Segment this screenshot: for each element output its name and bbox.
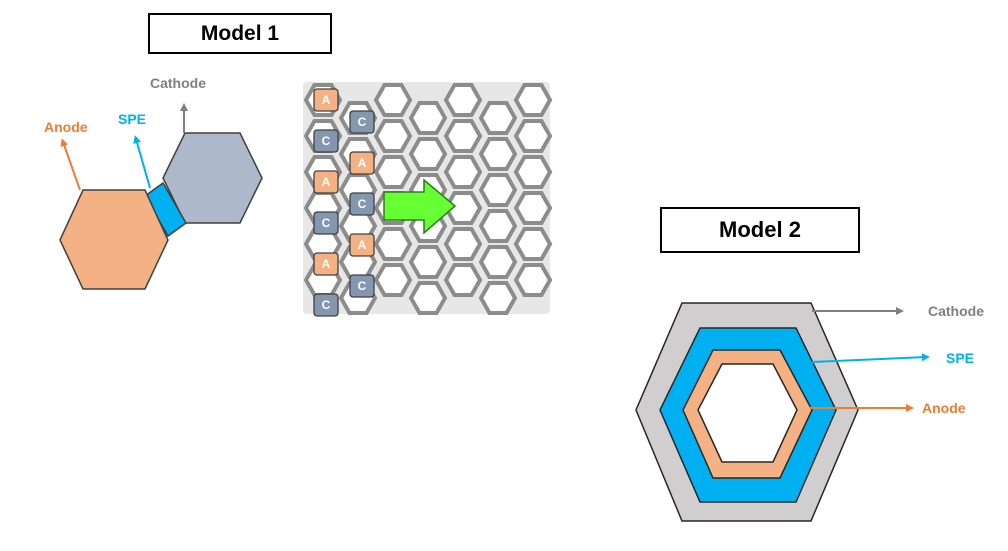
honeycomb-cell	[373, 119, 413, 153]
tile-letter: A	[358, 238, 367, 252]
anode-tile	[313, 252, 339, 276]
tile-letter: C	[322, 298, 331, 312]
tile-letter: C	[358, 279, 367, 293]
honeycomb-cell	[513, 191, 553, 225]
model2-diagram: Cathode SPE Anode	[635, 302, 984, 522]
honeycomb-cell	[478, 101, 518, 135]
honeycomb-cell	[513, 119, 553, 153]
anode-tile	[349, 151, 375, 175]
model2-anode-label: Anode	[922, 400, 966, 416]
honeycomb-cell	[443, 83, 483, 117]
model1-cathode-label: Cathode	[150, 75, 206, 91]
anode-tile	[313, 170, 339, 194]
electrode-tiles: A C A C A C C A C A C	[313, 88, 375, 317]
tile-letter: C	[322, 216, 331, 230]
tile-letter: A	[322, 257, 331, 271]
cathode-tile	[313, 129, 339, 153]
model2-title-box: Model 2	[660, 207, 860, 253]
model1-diagram: Anode SPE Cathode	[44, 75, 263, 290]
cathode-tile	[349, 192, 375, 216]
honeycomb-cell	[408, 245, 448, 279]
honeycomb-cell	[408, 281, 448, 315]
honeycomb-cell	[443, 227, 483, 261]
honeycomb-cell	[478, 137, 518, 171]
model1-anode-hexagon	[59, 189, 169, 290]
model1-cathode-hexagon	[162, 132, 263, 224]
model1-title-box: Model 1	[148, 13, 332, 54]
cathode-tile	[349, 274, 375, 298]
honeycomb-cell	[373, 155, 413, 189]
honeycomb-cell	[408, 137, 448, 171]
honeycomb-cell	[478, 281, 518, 315]
model2-inner-void	[697, 363, 798, 463]
honeycomb-cell	[478, 173, 518, 207]
tile-letter: C	[322, 134, 331, 148]
model2-spe-label: SPE	[946, 350, 974, 366]
honeycomb-cell	[373, 227, 413, 261]
model2-spe-arrow	[811, 353, 930, 363]
cathode-tile	[349, 110, 375, 134]
model1-anode-arrow	[60, 138, 81, 191]
cathode-tile	[313, 293, 339, 317]
honeycomb-cell	[443, 263, 483, 297]
cathode-tile	[313, 211, 339, 235]
honeycomb-cell	[408, 101, 448, 135]
honeycomb-cell	[478, 245, 518, 279]
honeycomb-cell	[373, 83, 413, 117]
honeycomb-cell	[443, 119, 483, 153]
tile-letter: A	[358, 156, 367, 170]
model2-title: Model 2	[719, 217, 801, 242]
model1-title: Model 1	[200, 21, 280, 45]
honeycomb-cell	[478, 209, 518, 243]
honeycomb-cell	[513, 227, 553, 261]
tile-letter: C	[358, 115, 367, 129]
honeycomb-cell	[443, 155, 483, 189]
model1-anode-label: Anode	[44, 119, 88, 135]
honeycomb-cell	[513, 263, 553, 297]
anode-tile	[313, 88, 339, 112]
honeycomb-cell	[513, 83, 553, 117]
tile-letter: A	[322, 175, 331, 189]
honeycomb-cell	[373, 263, 413, 297]
anode-tile	[349, 233, 375, 257]
tile-letter: A	[322, 93, 331, 107]
tile-letter: C	[358, 197, 367, 211]
model2-cathode-label: Cathode	[928, 303, 984, 319]
model1-spe-arrow	[133, 135, 151, 189]
model1-spe-label: SPE	[118, 111, 146, 127]
honeycomb-cell	[513, 155, 553, 189]
flow-arrow	[383, 178, 457, 235]
